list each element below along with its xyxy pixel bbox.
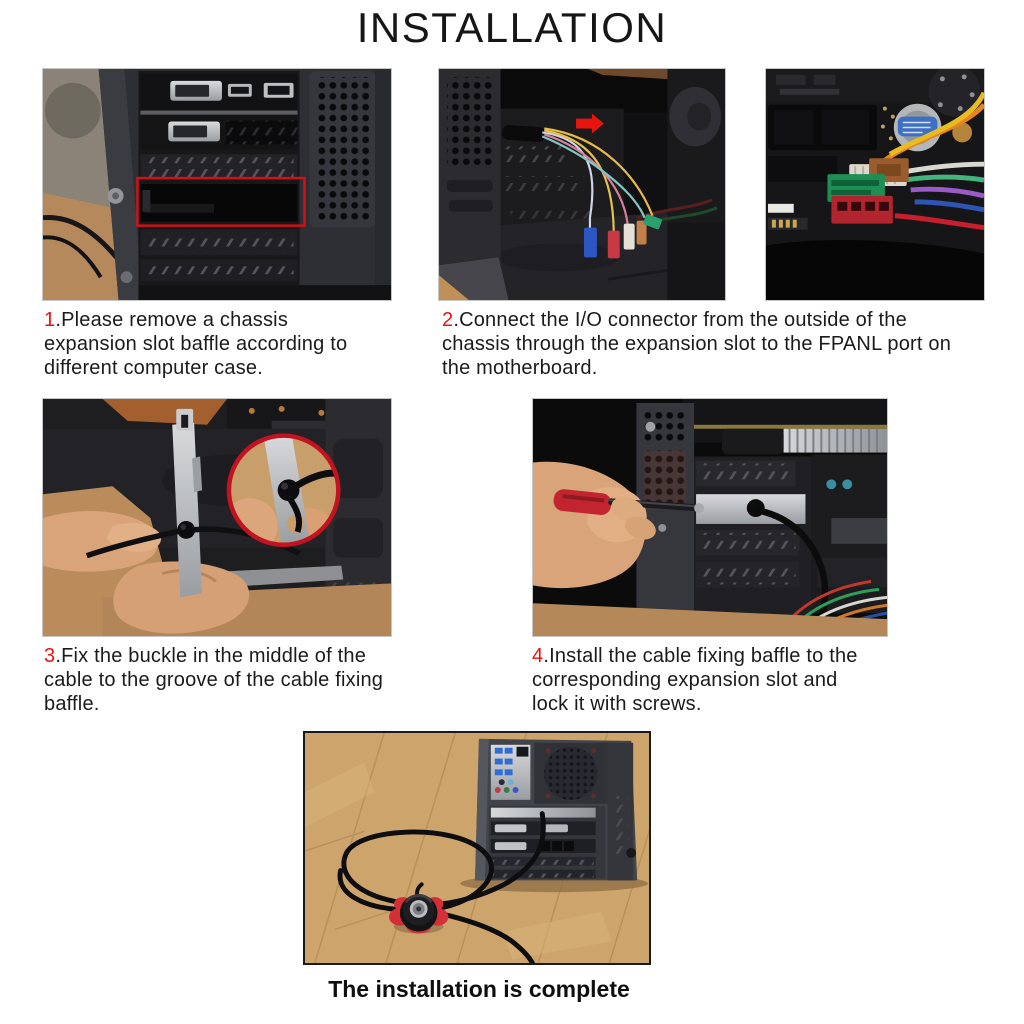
zoom-circle-inset (226, 433, 341, 548)
photo-installation-complete (303, 731, 651, 965)
photo-step-4-screw-baffle (532, 398, 888, 637)
red-highlight-box (136, 176, 306, 227)
step-4-body: Install the cable fixing baffle to the c… (532, 645, 858, 715)
pc-case-rear-illustration (43, 69, 391, 300)
step-1-separator: . (55, 309, 62, 331)
step-3-body: Fix the buckle in the middle of the cabl… (44, 645, 384, 715)
pc-tower (475, 738, 638, 881)
page-title: INSTALLATION (356, 4, 668, 51)
photo-step-2-connector-through-slot (438, 68, 726, 301)
step-2-separator: . (453, 309, 460, 331)
step-3-number: 3 (44, 645, 56, 667)
remote-power-button (389, 894, 449, 934)
completion-caption: The installation is complete (328, 976, 630, 1002)
step-1-text: 1.Please remove a chassis expansion slot… (44, 308, 414, 380)
step-3-text: 3.Fix the buckle in the middle of the ca… (44, 644, 434, 716)
step-2-text: 2.Connect the I/O connector from the out… (442, 308, 987, 380)
step-3-separator: . (55, 645, 62, 667)
hands-baffle-illustration (43, 399, 391, 636)
step-2-number: 2 (442, 309, 454, 331)
step-1-number: 1 (44, 309, 56, 331)
chassis-interior-illustration (439, 69, 725, 300)
step-4-text: 4.Install the cable fixing baffle to the… (532, 644, 932, 716)
step-4-number: 4 (532, 645, 544, 667)
step-2-body: Connect the I/O connector from the outsi… (442, 309, 952, 379)
cable (337, 811, 546, 963)
screw (694, 503, 705, 514)
tower-with-button-illustration (305, 733, 649, 963)
step-4-separator: . (543, 645, 550, 667)
motherboard-fpanl-illustration (766, 69, 984, 300)
screwdriver-install-illustration (533, 399, 887, 636)
cable-buckle (177, 520, 196, 539)
photo-step-2-fpanl-port (765, 68, 985, 301)
step-1-body: Please remove a chassis expansion slot b… (44, 309, 348, 379)
photo-step-1-case-rear (42, 68, 392, 301)
photo-step-3-buckle-baffle (42, 398, 392, 637)
red-arrow-icon (576, 113, 604, 134)
